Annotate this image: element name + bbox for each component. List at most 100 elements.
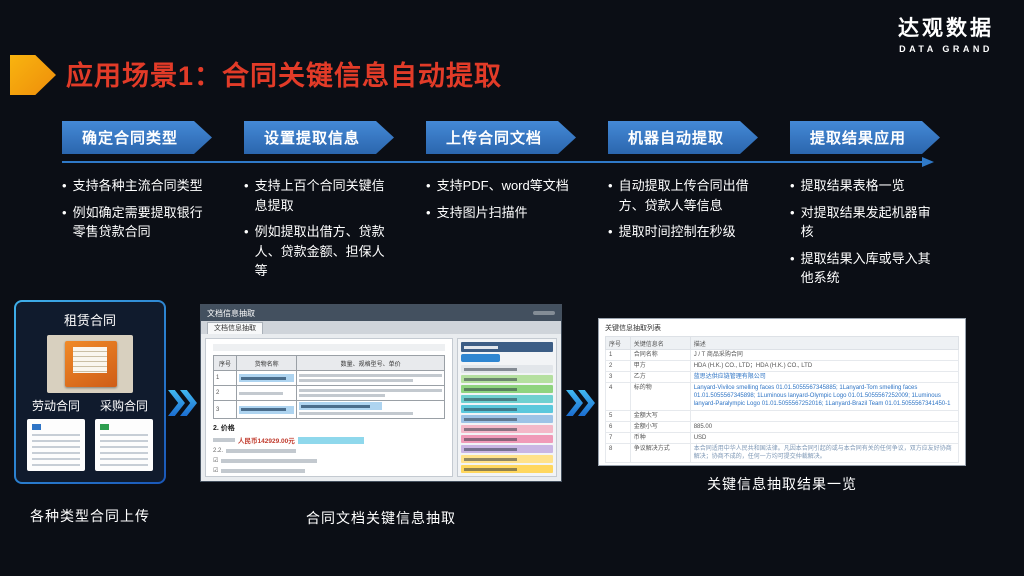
document-logo-blue <box>32 424 41 430</box>
doc-row-no: 3 <box>212 400 238 419</box>
extraction-screenshot: 文档信息抽取 文档信息抽取 序号 货物名称 数量、规格型号、单价 1 <box>200 304 562 482</box>
labor-contract-label: 劳动合同 <box>31 399 80 413</box>
price-line: 人民币142929.00元 <box>213 435 445 445</box>
bullet-item: •支持各种主流合同类型 <box>62 176 212 196</box>
bullet-text: 自动提取上传合同出借方、贷款人等信息 <box>618 178 749 213</box>
field-highlight-row <box>461 385 553 393</box>
subsection-number: 2.2. <box>213 448 224 454</box>
price-highlight <box>297 436 364 444</box>
chevron-right-icon <box>566 390 583 416</box>
contract-thumbnails <box>22 419 158 471</box>
table-header-row: 序号 关键信息名 描述 <box>605 336 960 350</box>
bullet-text: 提取结果入库或导入其他系统 <box>800 250 931 286</box>
step-bullets-4: • 自动提取上传合同出借方、贷款人等信息 • 提取时间控制在秒级 <box>608 176 758 295</box>
result-table-screenshot: 关键信息抽取列表 序号 关键信息名 描述 1 合同名称 J / T 商品采购合同… <box>598 318 966 466</box>
document-table-row: 1 <box>212 370 445 386</box>
bullet-dot: • <box>244 224 249 239</box>
document-table-row: 2 <box>212 385 445 401</box>
text-line-placeholder <box>226 449 297 453</box>
bullet-item: • 提取时间控制在秒级 <box>608 222 758 242</box>
field-highlight-row <box>461 425 553 433</box>
checklist-line: 2.2. <box>213 448 445 454</box>
table-row: 2 甲方 HDA (H.K.) CO., LTD；HDA (H.K.) CO.,… <box>605 360 960 373</box>
bullet-dot: • <box>608 178 613 193</box>
chevron-right-icon <box>168 390 185 416</box>
bullet-text: 支持PDF、word等文档 <box>436 178 569 193</box>
purchase-contract-thumbnail <box>95 419 153 471</box>
document-tab: 文档信息抽取 <box>207 322 263 334</box>
result-panel-header <box>461 342 553 352</box>
purchase-contract-label: 采购合同 <box>99 399 148 413</box>
text-line-placeholder <box>213 438 235 442</box>
step-label: 上传合同文档 <box>445 130 542 147</box>
bullet-text: 提取结果表格一览 <box>800 178 905 193</box>
checkbox-checked-icon: ☑ <box>213 458 219 464</box>
bullet-dot: • <box>790 250 795 266</box>
document-table-header: 序号 货物名称 数量、规格型号、单价 <box>212 355 445 371</box>
table-row: 6 金额小写 885.00 <box>605 420 960 433</box>
step-bullets-3: •支持PDF、word等文档 •支持图片扫描件 <box>426 176 576 295</box>
doc-col-no: 序号 <box>212 355 238 371</box>
document-text-lines <box>100 434 148 466</box>
doc-cell-mixed <box>296 400 445 419</box>
field-highlight-row <box>461 445 553 453</box>
step-label: 确定合同类型 <box>81 130 178 147</box>
doc-cell-text <box>236 385 298 401</box>
contract-sheet-graphic <box>73 347 107 373</box>
price-amount: 人民币142929.00元 <box>238 438 295 445</box>
step-label: 提取结果应用 <box>809 130 906 147</box>
screenshot-titlebar: 文档信息抽取 <box>201 305 561 321</box>
flow-arrow-icon <box>168 390 197 416</box>
doc-row-no: 2 <box>212 385 238 401</box>
bullet-text: 例如提取出借方、贷款人、贷款金额、担保人等 <box>254 224 385 278</box>
result-table-title: 关键信息抽取列表 <box>605 325 661 332</box>
bullet-text: 支持图片扫描件 <box>436 204 528 220</box>
step-bullets-2: • 支持上百个合同关键信息提取 • 例如提取出借方、贷款人、贷款金额、担保人等 <box>244 176 394 295</box>
bullet-item: •支持PDF、word等文档 <box>426 176 576 196</box>
doc-row-no: 1 <box>212 370 238 386</box>
step-banner-1: 确定合同类型 <box>62 121 212 154</box>
step-label: 设置提取信息 <box>263 130 360 147</box>
title-arrow-icon <box>10 55 56 95</box>
table-row: 5 金额大写 <box>605 409 960 422</box>
field-highlight-row <box>461 475 553 476</box>
price-section-heading: 2. 价格 <box>213 425 235 432</box>
window-controls <box>533 311 555 315</box>
contract-photo <box>47 335 133 393</box>
bullet-dot: • <box>608 224 613 239</box>
checklist-line: ☑ <box>213 457 445 464</box>
bullet-text: 支持上百个合同关键信息提取 <box>254 178 385 213</box>
field-highlight-row <box>461 435 553 443</box>
caption-upload: 各种类型合同上传 <box>30 508 150 524</box>
process-steps: 确定合同类型 设置提取信息 上传合同文档 机器自动提取 提取结果应用 <box>62 121 940 154</box>
bullet-text: 支持各种主流合同类型 <box>72 178 203 193</box>
step-label: 机器自动提取 <box>627 130 724 147</box>
col-key: 关键信息名 <box>629 336 691 350</box>
bullet-dot: • <box>244 178 249 193</box>
document-text-lines <box>32 434 80 466</box>
window-title: 文档信息抽取 <box>207 308 255 318</box>
screenshot-tabbar: 文档信息抽取 <box>201 321 561 334</box>
result-panel-button <box>461 354 500 362</box>
step-bullets-5: •提取结果表格一览 •对提取结果发起机器审核 •提取结果入库或导入其他系统 <box>790 176 940 295</box>
step-banner-5: 提取结果应用 <box>790 121 940 154</box>
table-row: 8 争议解决方式 本合同适用中华人民共和国法律。凡因本合同引起的或与本合同有关的… <box>605 442 960 464</box>
key-info-table: 序号 关键信息名 描述 1 合同名称 J / T 商品采购合同 2 甲方 HDA… <box>605 336 960 464</box>
document-logo-green <box>100 424 109 430</box>
doc-cell-highlighted <box>236 370 298 386</box>
step-bullet-columns: •支持各种主流合同类型 •例如确定需要提取银行零售贷款合同 •支持上百个合同关键… <box>62 176 940 295</box>
bullet-text: 对提取结果发起机器审核 <box>800 204 931 240</box>
bullet-item: •对提取结果发起机器审核 <box>790 203 940 242</box>
extraction-result-panel <box>457 338 557 477</box>
screenshot-body: 序号 货物名称 数量、规格型号、单价 1 2 <box>201 334 561 481</box>
datagrand-logo: 达观数据 DATA GRAND <box>898 12 994 54</box>
timeline-arrow <box>62 157 934 167</box>
bullet-text: 提取时间控制在秒级 <box>618 224 736 239</box>
checklist-line: ☑ <box>213 467 445 474</box>
field-highlight-row <box>461 405 553 413</box>
field-highlight-row <box>461 365 553 373</box>
table-row: 3 乙方 蓝思达供应链管理有限公司 <box>605 371 960 384</box>
checkbox-checked-icon: ☑ <box>213 468 219 474</box>
bullet-dot: • <box>62 204 67 220</box>
